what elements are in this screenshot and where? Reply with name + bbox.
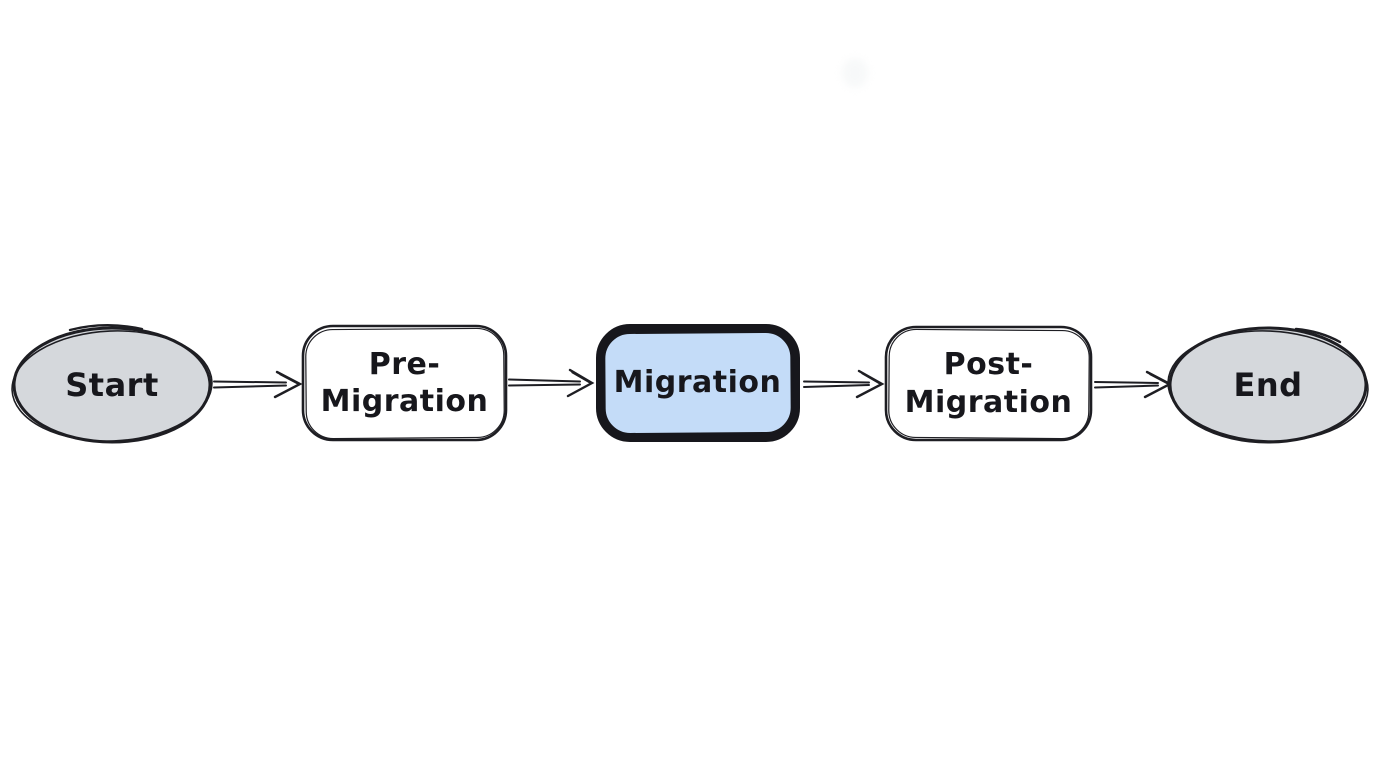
faint-smudge <box>842 58 868 88</box>
edge-pre-to-migration-arrow <box>508 368 595 398</box>
edge-start-to-pre-arrow <box>213 370 303 399</box>
node-post-migration-shape <box>884 325 1093 442</box>
edge-migration-to-post-arrow <box>803 369 885 399</box>
node-pre-migration-shape <box>301 324 508 442</box>
node-end-shape <box>1167 326 1369 444</box>
edge-post-to-end-arrow <box>1094 370 1173 399</box>
node-start-shape <box>11 324 213 444</box>
node-migration-shape <box>596 324 800 442</box>
